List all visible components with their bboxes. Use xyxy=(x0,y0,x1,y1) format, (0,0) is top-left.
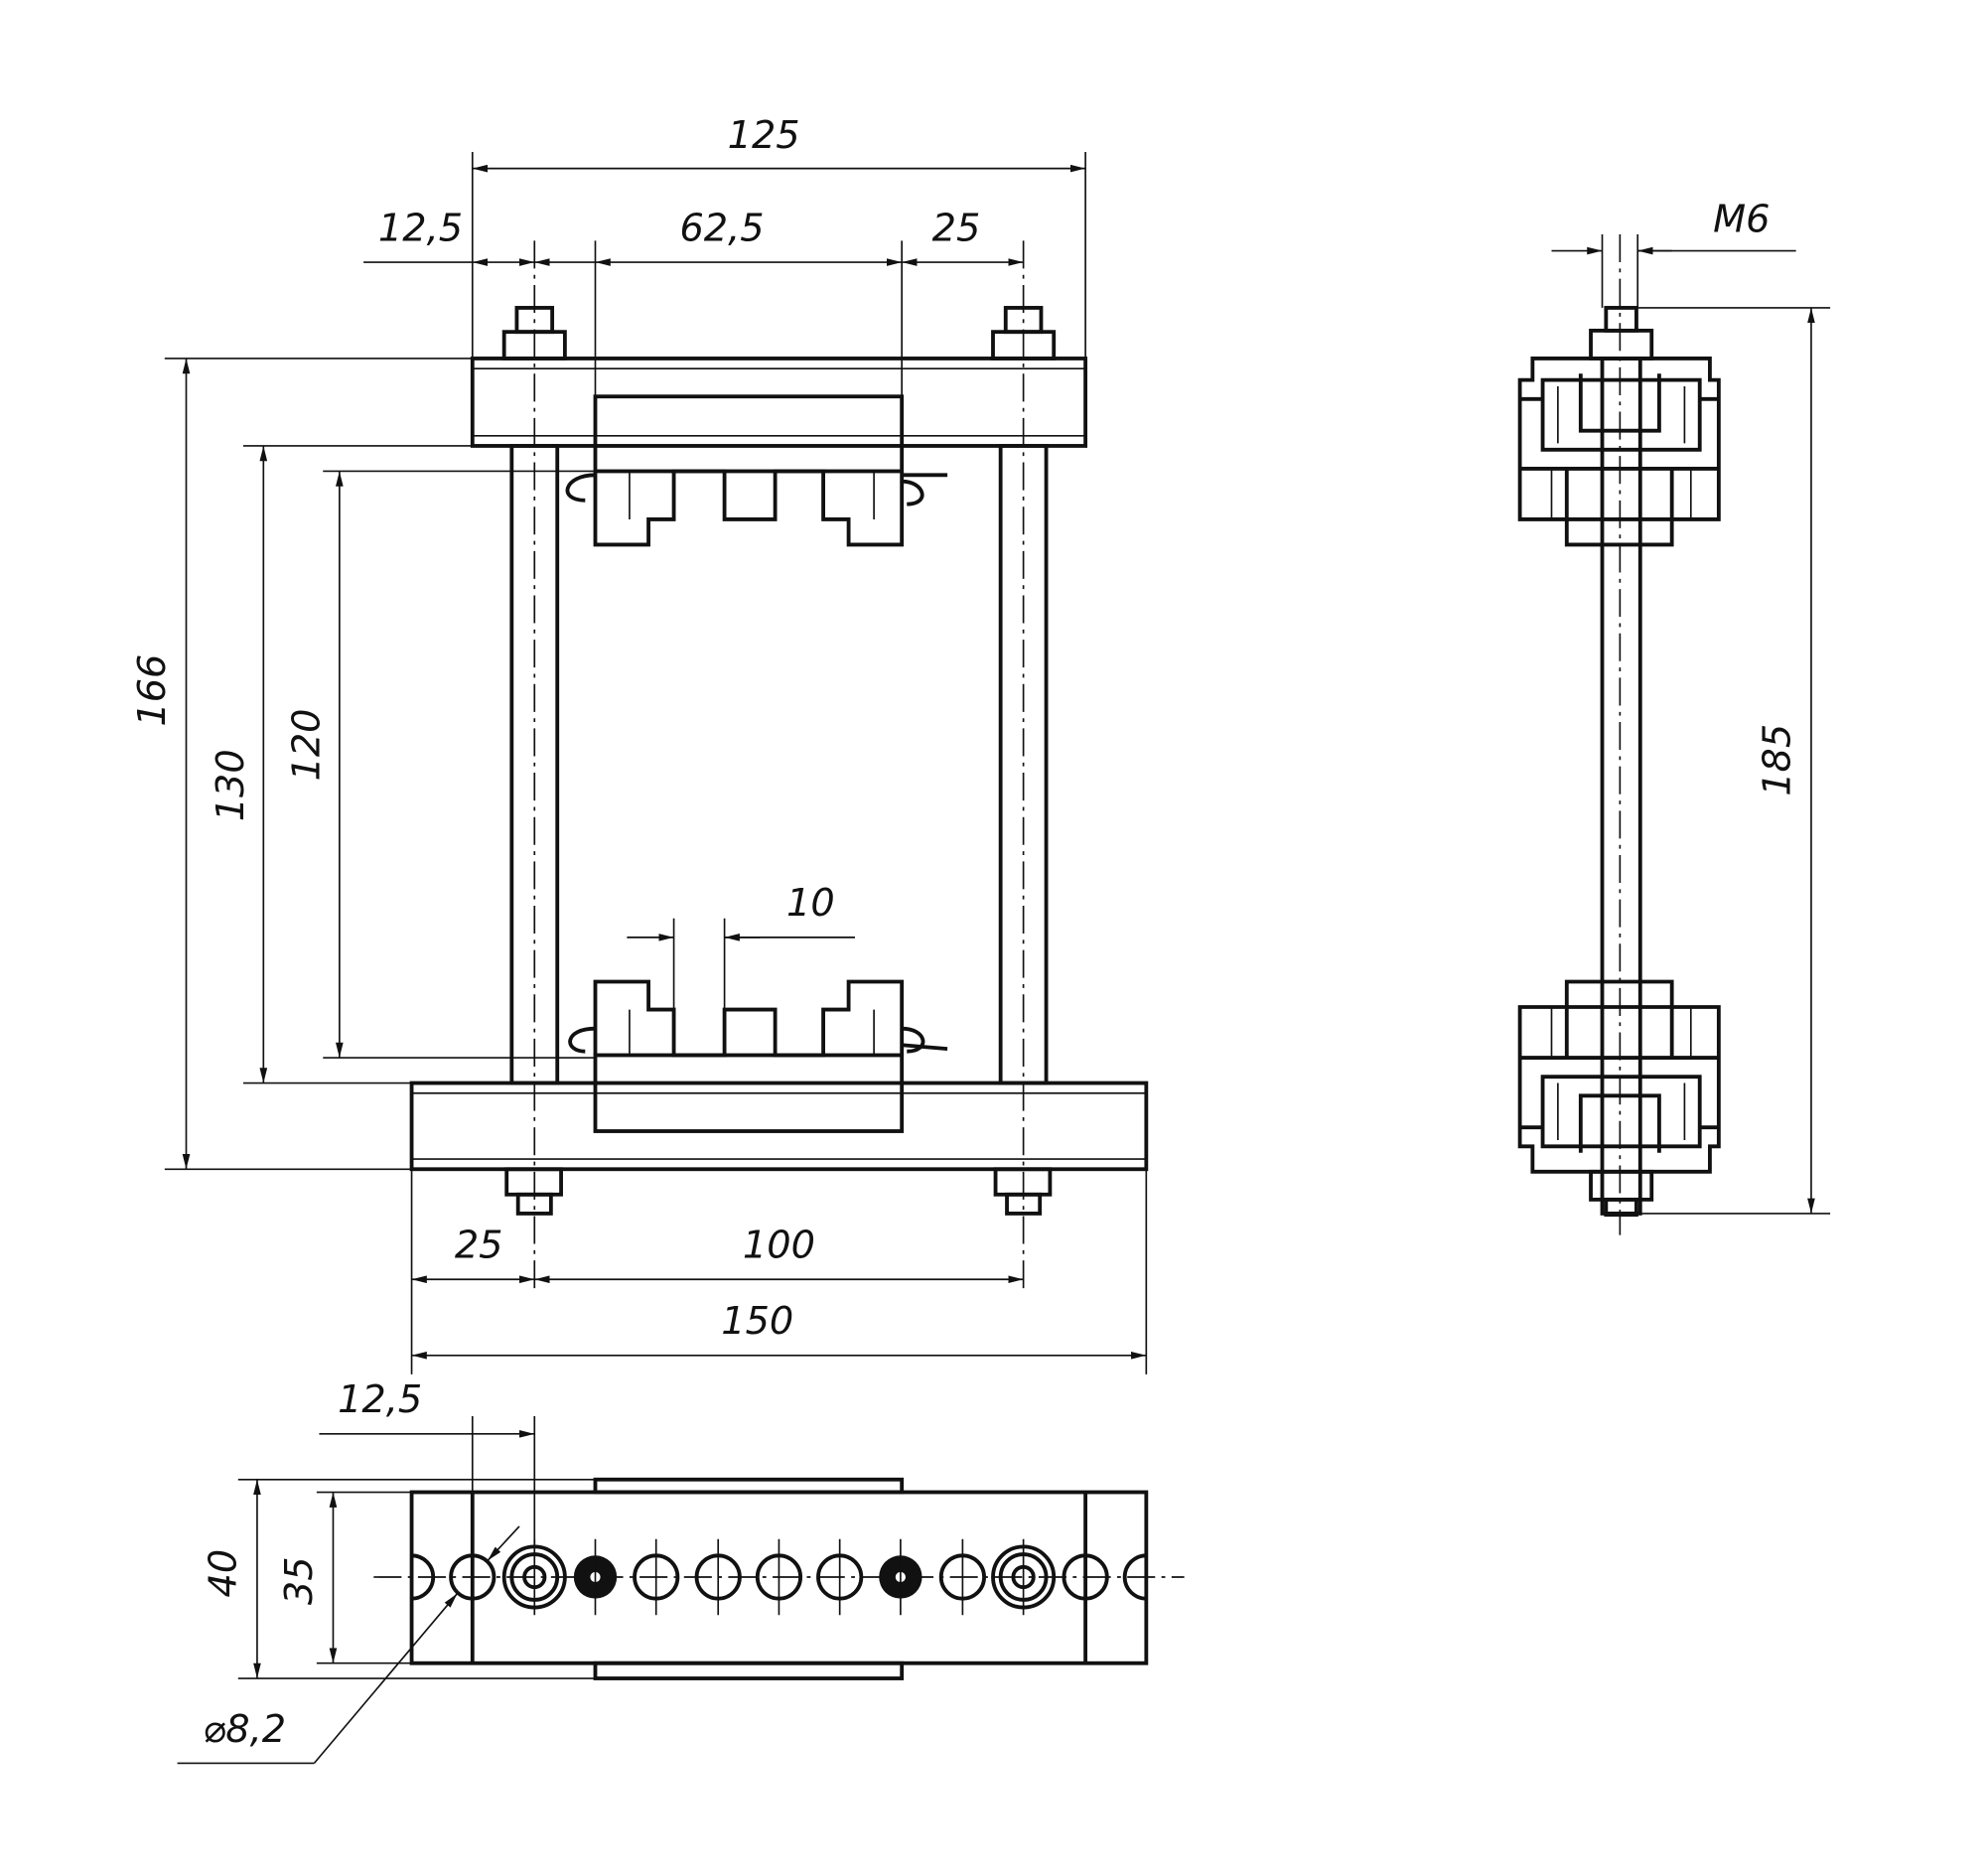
dimension-label: 40 xyxy=(201,1549,245,1598)
dimension-chain-top: 12,5 62,5 25 xyxy=(363,206,1024,397)
dimension-label: ⌀8,2 xyxy=(203,1707,286,1752)
bottom-nuts xyxy=(504,1167,1053,1216)
dimension-label: 150 xyxy=(721,1299,793,1344)
side-bottom-clamp xyxy=(1517,979,1721,1174)
dimension-label: 12,5 xyxy=(338,1377,422,1422)
rod xyxy=(1600,357,1642,1216)
dimension-166: 166 xyxy=(130,358,473,1171)
dimension-label: 185 xyxy=(1755,724,1799,796)
dimension-120: 120 xyxy=(284,470,596,1059)
dimension-bottom-chain: 25 100 150 xyxy=(410,1169,1148,1374)
dimension-label: 10 xyxy=(786,881,835,926)
bottom-clamp xyxy=(568,979,948,1133)
top-clamp xyxy=(565,394,948,547)
bottom-bar xyxy=(409,1081,1149,1172)
bottom-view: 12,5 40 35 ⌀8,2 xyxy=(177,1377,1185,1765)
dimension-label: 166 xyxy=(130,654,175,727)
dimension-M6: M6 xyxy=(1551,197,1796,308)
side-view: M6 185 xyxy=(1517,197,1831,1235)
dimension-label: 25 xyxy=(455,1224,503,1268)
holes xyxy=(411,1538,1147,1616)
dimension-125: 125 xyxy=(471,113,1086,359)
side-top-clamp xyxy=(1517,357,1721,547)
dimension-label: 25 xyxy=(932,206,981,250)
dimension-label: 12,5 xyxy=(378,206,463,250)
dimension-label: 35 xyxy=(277,1556,322,1605)
dimension-label: 125 xyxy=(728,113,800,158)
front-view: 125 12,5 62,5 25 166 130 120 xyxy=(130,113,1149,1374)
dimension-label: 120 xyxy=(284,708,329,781)
dimension-130: 130 xyxy=(209,445,512,1084)
dimension-40: 40 xyxy=(201,1478,596,1679)
dimension-label: M6 xyxy=(1713,197,1770,241)
top-nuts xyxy=(501,306,1057,361)
dimension-12-5-bottom: 12,5 xyxy=(319,1377,536,1546)
dimension-10: 10 xyxy=(627,881,855,1010)
dimension-label: 62,5 xyxy=(679,206,764,250)
dimension-label: 130 xyxy=(209,749,253,821)
dimension-hole-diameter: ⌀8,2 xyxy=(177,1525,520,1765)
top-bar xyxy=(470,357,1088,448)
dimension-185: 185 xyxy=(1635,307,1831,1215)
dimension-label: 100 xyxy=(743,1224,815,1268)
dimension-35: 35 xyxy=(277,1491,412,1664)
